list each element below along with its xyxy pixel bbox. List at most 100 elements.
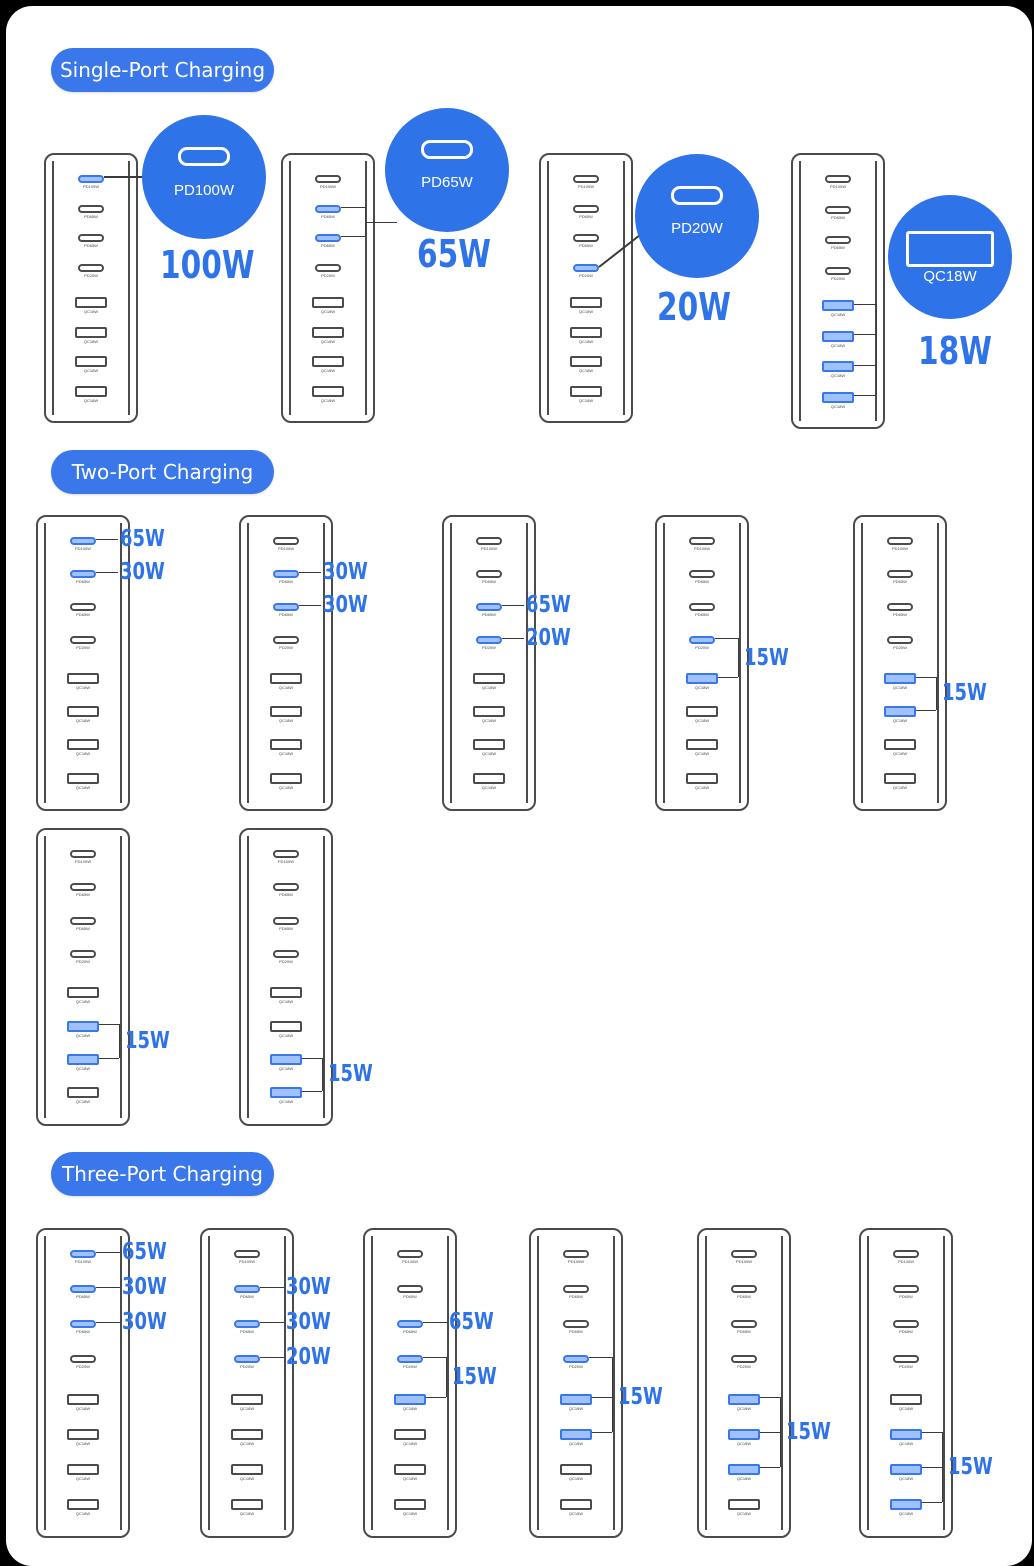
connector-line: [299, 605, 321, 607]
usb-c-port-4: [397, 1355, 423, 1363]
port-callout-label: PD20W: [671, 220, 723, 237]
port-label: PD65W: [321, 213, 335, 219]
usb-a-port-7: [394, 1463, 426, 1475]
usb-a-icon: [906, 231, 994, 267]
usb-c-port-2: [563, 1285, 589, 1293]
usb-a-port-7: [570, 356, 602, 368]
port-label: QC18W: [481, 784, 497, 790]
usb-c-port-4: [273, 950, 299, 959]
port-label: QC18W: [320, 308, 336, 314]
port-label: QC18W: [75, 1510, 91, 1516]
section-title-three-port: Three-Port Charging: [51, 1152, 274, 1196]
usb-c-port-4: [315, 264, 341, 273]
usb-c-port-3: [273, 603, 299, 612]
usb-a-port-5: [270, 987, 302, 999]
port-label: QC18W: [320, 398, 336, 404]
usb-c-port-2: [573, 204, 599, 213]
port-label: QC18W: [481, 685, 497, 691]
port-label: PD65W: [279, 925, 293, 931]
port-label: PD65W: [76, 892, 90, 898]
usb-c-port-4: [476, 636, 502, 645]
usb-c-port-3: [689, 603, 715, 612]
port-label: PD65W: [737, 1294, 751, 1299]
port-label: QC18W: [578, 338, 594, 344]
port-label: PD65W: [579, 213, 593, 219]
port-label: QC18W: [278, 1099, 294, 1105]
usb-c-port-1: [397, 1250, 423, 1258]
port-label: QC18W: [694, 685, 710, 691]
usb-c-port-2: [893, 1285, 919, 1293]
usb-c-port-3: [573, 234, 599, 243]
usb-c-port-4: [825, 266, 851, 275]
port-label: PD65W: [831, 214, 845, 220]
usb-c-port-1: [234, 1250, 260, 1258]
usb-a-port-8: [473, 772, 505, 784]
usb-c-icon: [671, 186, 723, 205]
port-label: PD65W: [403, 1294, 417, 1299]
usb-a-port-8: [231, 1498, 263, 1510]
port-label: QC18W: [239, 1405, 255, 1411]
usb-c-port-1: [315, 175, 341, 183]
port-wattage: 30W: [122, 1274, 167, 1300]
port-label: PD65W: [569, 1329, 583, 1334]
port-wattage: 15W: [618, 1384, 663, 1411]
usb-a-port-5: [686, 673, 718, 685]
usb-c-port-2: [825, 205, 851, 214]
port-label: PD100W: [82, 184, 99, 189]
connector-line: [322, 1057, 323, 1091]
usb-c-port-2: [689, 570, 715, 579]
usb-a-port-5: [890, 1393, 922, 1405]
port-label: QC18W: [898, 1440, 914, 1446]
connector-line: [876, 303, 877, 396]
port-label: PD100W: [829, 184, 846, 189]
usb-c-port-1: [731, 1250, 757, 1258]
usb-c-port-2: [70, 570, 96, 579]
port-label: PD20W: [831, 275, 845, 281]
usb-c-port-4: [887, 636, 913, 645]
usb-c-port-2: [78, 204, 104, 213]
usb-c-port-2: [397, 1285, 423, 1293]
single-port-wattage: 100W: [160, 243, 255, 287]
connector-line: [341, 206, 365, 208]
connector-line: [99, 1024, 119, 1026]
connector-line: [738, 638, 739, 677]
port-label: PD100W: [897, 1259, 914, 1264]
usb-a-port-5: [312, 296, 344, 308]
usb-a-port-8: [67, 1087, 99, 1099]
port-callout-circle: PD65W: [385, 108, 509, 232]
port-label: PD20W: [240, 1364, 254, 1369]
section-title-single-port: Single-Port Charging: [51, 48, 274, 92]
port-label: PD65W: [76, 1329, 90, 1334]
port-callout-circle: PD20W: [635, 154, 759, 278]
usb-a-port-5: [67, 673, 99, 685]
usb-c-port-1: [70, 850, 96, 858]
connector-line: [96, 1252, 120, 1253]
usb-a-port-5: [884, 673, 916, 685]
port-label: PD65W: [403, 1329, 417, 1334]
usb-a-port-7: [270, 739, 302, 751]
usb-c-port-4: [273, 636, 299, 645]
usb-a-port-7: [231, 1463, 263, 1475]
usb-c-port-3: [476, 603, 502, 612]
port-label: PD20W: [76, 959, 90, 965]
port-label: QC18W: [830, 342, 846, 348]
single-port-wattage: 20W: [657, 285, 731, 329]
port-wattage: 15W: [744, 644, 789, 671]
port-label: QC18W: [239, 1475, 255, 1481]
port-wattage: 30W: [286, 1274, 331, 1300]
port-label: QC18W: [278, 751, 294, 757]
usb-c-port-4: [893, 1355, 919, 1363]
usb-a-port-8: [560, 1498, 592, 1510]
usb-a-port-6: [67, 1020, 99, 1032]
port-label: QC18W: [320, 338, 336, 344]
port-label: PD20W: [76, 1364, 90, 1369]
connector-line: [260, 1287, 284, 1288]
connector-line: [592, 1397, 612, 1399]
usb-c-port-1: [273, 537, 299, 545]
